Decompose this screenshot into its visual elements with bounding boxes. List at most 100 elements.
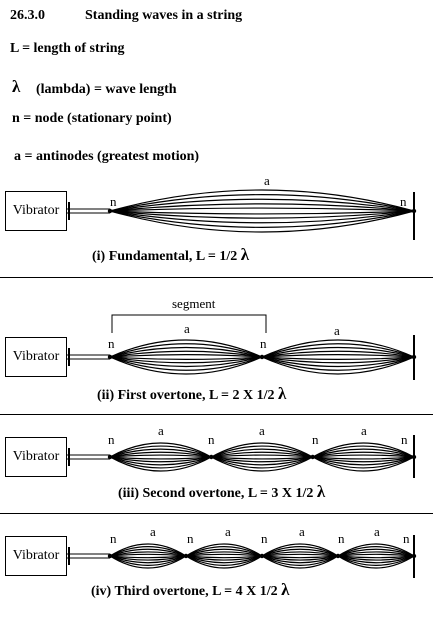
antinode-label: a (374, 524, 380, 539)
wave-loop (211, 456, 313, 472)
divider-1 (0, 277, 433, 278)
wave-loop (337, 543, 415, 557)
wave-loop (211, 448, 313, 458)
wave-loop (312, 454, 415, 458)
node-point (411, 553, 417, 559)
node-point (310, 454, 315, 460)
wave-loop (109, 456, 212, 469)
wave-loop (109, 451, 212, 458)
page-title: Standing waves in a string (85, 8, 243, 23)
wave-loop (261, 354, 415, 358)
antinode-label: a (259, 423, 265, 438)
wave-loop (109, 546, 187, 557)
wave-loop (261, 543, 339, 557)
node-point (259, 553, 265, 559)
wave-loop (211, 456, 313, 469)
wave-loop (261, 553, 339, 557)
definition-length: L = length of string (10, 41, 125, 56)
wave-loop (211, 456, 313, 463)
node-label: n (260, 336, 267, 351)
definition-node: n = node (stationary point) (12, 111, 172, 126)
wave-loop (109, 198, 415, 212)
wave-loop (261, 555, 339, 561)
wave-loop (261, 346, 415, 358)
lambda-symbol: λ (12, 77, 21, 96)
wave-loop (109, 356, 263, 371)
antinode-label: a (264, 173, 270, 188)
node-point (259, 354, 265, 360)
wave-loop (261, 551, 339, 557)
wave-loop (109, 454, 212, 458)
node-label: n (401, 432, 408, 447)
segment-label: segment (172, 296, 216, 311)
wave-loop (261, 555, 339, 566)
wave-loop (211, 456, 313, 460)
vibrator-label: Vibrator (12, 548, 60, 563)
wave-loop (109, 442, 212, 458)
wave-loop (109, 555, 187, 569)
wave-loop (185, 555, 263, 569)
node-label: n (261, 531, 268, 546)
vibrator-box-1: Vibrator (5, 191, 67, 231)
node-point (411, 454, 417, 460)
wave-loop (185, 555, 263, 566)
definition-antinode: a = antinodes (greatest motion) (14, 149, 200, 164)
wave-loop (109, 210, 415, 228)
wave-loop (261, 350, 415, 358)
wave-loop (109, 555, 187, 559)
wave-loop (109, 210, 415, 224)
wave-loop (109, 354, 263, 358)
wave-loop (211, 445, 313, 458)
wave-loop (109, 543, 187, 557)
node-point (107, 454, 113, 460)
wave-loop (109, 189, 415, 212)
wave-loop (312, 442, 415, 458)
wave-loop (312, 456, 415, 463)
wave-loop (109, 456, 212, 466)
node-label: n (110, 194, 117, 209)
wave-loop (337, 555, 415, 561)
wave-loop (261, 339, 415, 358)
wave-loop (337, 555, 415, 564)
wave-loop (312, 456, 415, 469)
section-number: 26.3.0 (10, 8, 45, 23)
wave-loop (211, 456, 313, 466)
wave-loop (109, 356, 263, 368)
wave-loop (109, 207, 415, 212)
antinode-label: a (361, 423, 367, 438)
wave-loop (109, 203, 415, 212)
wave-loop (109, 555, 187, 566)
caption-second-overtone: (iii) Second overtone, L = 3 X 1/2 λ (118, 482, 326, 501)
wave-loop (109, 343, 263, 358)
wave-loop (312, 451, 415, 458)
node-label: n (338, 531, 345, 546)
node-point (107, 354, 113, 360)
wave-loop (109, 555, 187, 561)
wave-loop (185, 555, 263, 561)
wave-loop (109, 210, 415, 233)
wave-loop (109, 210, 415, 219)
wave-loop (261, 356, 415, 364)
antinode-label: a (150, 524, 156, 539)
node-point (107, 208, 113, 214)
wave-loop (185, 555, 263, 564)
wave-loop (109, 210, 415, 215)
wave-loop (109, 350, 263, 358)
wave-loop (185, 548, 263, 557)
node-label: n (400, 194, 407, 209)
wave-loop (109, 456, 212, 472)
antinode-label: a (299, 524, 305, 539)
wave-loop (185, 555, 263, 559)
node-label: n (110, 531, 117, 546)
wave-loop (185, 551, 263, 557)
wave-loop (109, 448, 212, 458)
divider-3 (0, 513, 433, 514)
vibrator-label: Vibrator (12, 203, 60, 218)
divider-2 (0, 414, 433, 415)
wave-loop (261, 343, 415, 358)
vibrator-box-2: Vibrator (5, 337, 67, 377)
wave-loop (261, 356, 415, 368)
wave-loop (261, 356, 415, 375)
wave-loop (337, 555, 415, 559)
